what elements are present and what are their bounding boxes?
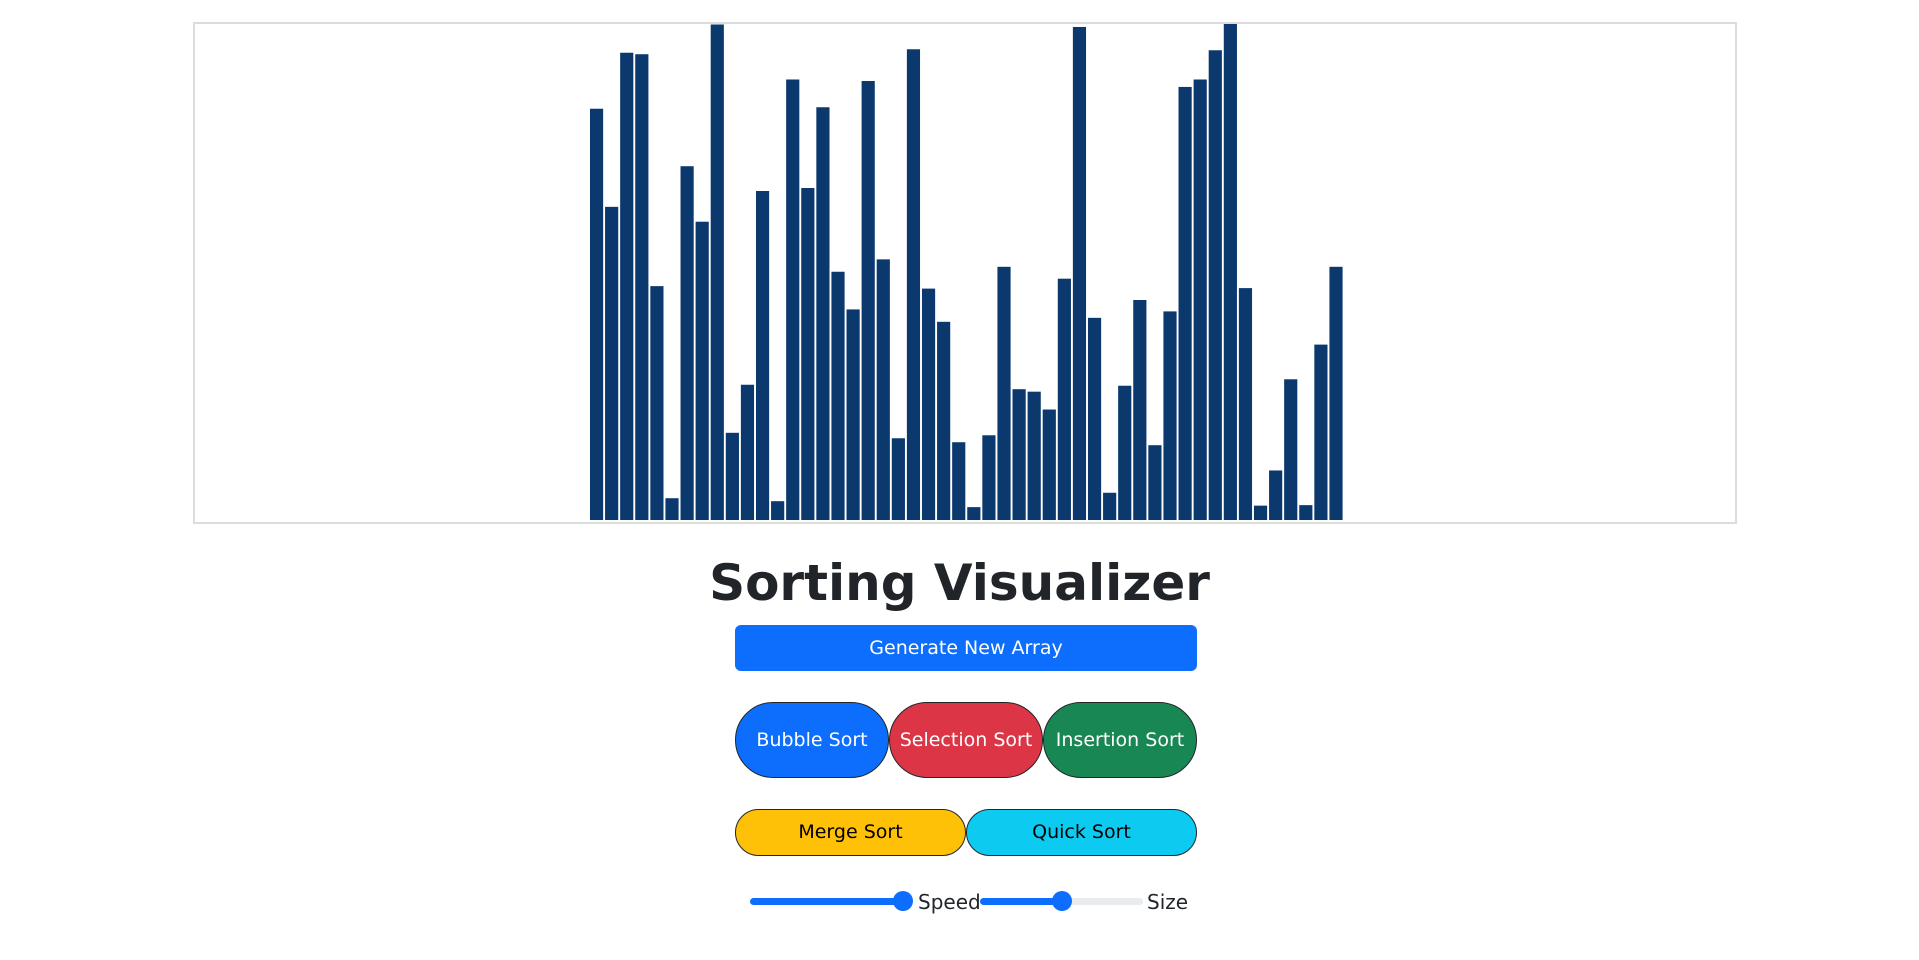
array-bar: [1072, 26, 1087, 521]
array-bar: [665, 498, 679, 521]
array-bar: [1027, 391, 1041, 521]
insertion-sort-button[interactable]: Insertion Sort: [1043, 702, 1197, 778]
size-slider-thumb[interactable]: [1051, 891, 1072, 911]
array-bar: [1012, 389, 1026, 521]
array-bar: [816, 107, 830, 521]
array-bar: [1284, 379, 1298, 521]
array-bar: [1299, 505, 1313, 521]
array-bar: [755, 190, 770, 521]
array-bar: [952, 442, 966, 521]
array-bar: [1238, 288, 1253, 521]
array-bar: [1223, 24, 1237, 521]
bar-chart: [589, 24, 1343, 521]
array-bar: [1148, 445, 1162, 521]
array-bar: [771, 501, 785, 521]
page-title: Sorting Visualizer: [709, 554, 1210, 612]
speed-slider[interactable]: [750, 891, 913, 911]
array-bar: [725, 432, 739, 521]
array-bar: [967, 507, 981, 521]
array-bar: [620, 52, 634, 521]
merge-sort-button[interactable]: Merge Sort: [735, 809, 966, 856]
array-bar: [921, 288, 936, 521]
speed-slider-fill: [750, 898, 903, 905]
array-bar: [605, 206, 619, 521]
speed-label: Speed: [918, 890, 981, 914]
speed-slider-thumb[interactable]: [893, 891, 913, 911]
array-bar: [710, 24, 724, 521]
array-bar: [1118, 385, 1132, 521]
size-slider[interactable]: [980, 891, 1143, 911]
array-bar: [680, 166, 694, 521]
array-bar: [650, 286, 664, 521]
array-bar: [846, 309, 860, 521]
array-bar: [695, 221, 709, 521]
array-bar: [1314, 344, 1328, 521]
array-bar: [997, 266, 1011, 521]
array-bar: [876, 259, 890, 521]
size-label: Size: [1147, 890, 1189, 914]
array-bar: [1087, 317, 1102, 521]
array-bar: [1253, 505, 1268, 521]
array-bar: [937, 321, 951, 521]
array-bar: [982, 435, 996, 521]
array-bar: [1208, 50, 1222, 521]
array-bar: [740, 384, 755, 521]
array-bar: [1269, 470, 1283, 521]
array-bar: [635, 54, 649, 521]
array-bar: [1329, 266, 1343, 521]
bubble-sort-button[interactable]: Bubble Sort: [735, 702, 889, 778]
array-bar: [801, 188, 815, 521]
quick-sort-button[interactable]: Quick Sort: [966, 809, 1197, 856]
array-bar: [906, 49, 921, 521]
size-slider-fill: [980, 898, 1062, 905]
array-bar: [1042, 409, 1056, 521]
selection-sort-button[interactable]: Selection Sort: [889, 702, 1043, 778]
array-bar: [1178, 86, 1192, 521]
array-bar: [831, 271, 845, 521]
array-bar: [1193, 79, 1207, 521]
array-bar: [786, 79, 800, 521]
generate-new-array-button[interactable]: Generate New Array: [735, 625, 1197, 671]
array-bar: [1057, 278, 1071, 521]
array-bar: [589, 108, 604, 521]
array-bar: [891, 438, 905, 521]
array-visualization: [193, 22, 1737, 524]
array-bar: [1103, 492, 1117, 521]
array-bar: [861, 80, 875, 521]
array-bar: [1133, 300, 1147, 521]
array-bar: [1163, 311, 1177, 521]
